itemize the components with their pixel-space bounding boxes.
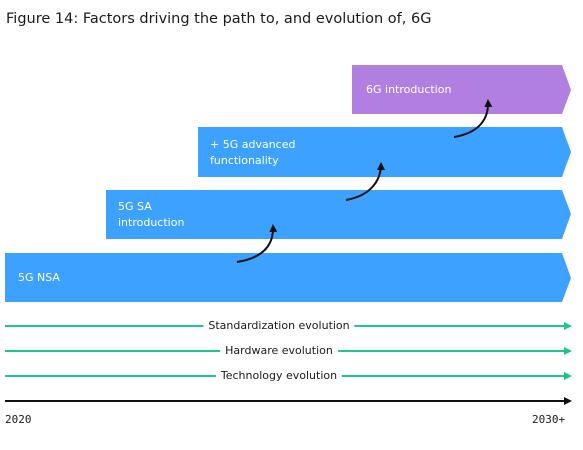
transition-arrow-3 bbox=[453, 99, 493, 138]
stage-band-6g bbox=[352, 65, 571, 114]
stage-label-line: functionality bbox=[210, 154, 279, 167]
stage-label-6g: 6G introduction bbox=[366, 82, 451, 98]
stage-label-5g-advanced: + 5G advanced functionality bbox=[210, 137, 295, 169]
timeline-end-label: 2030+ bbox=[532, 413, 566, 426]
stage-label-line: introduction bbox=[118, 216, 185, 229]
timeline-start-label: 2020 bbox=[5, 413, 32, 426]
evolution-label-technology: Technology evolution bbox=[215, 369, 343, 383]
stage-label-5g-nsa: 5G NSA bbox=[18, 270, 60, 286]
stage-label-line: 6G introduction bbox=[366, 83, 452, 96]
evolution-label-standardization: Standardization evolution bbox=[203, 319, 355, 333]
stage-band-5g-nsa bbox=[5, 253, 571, 302]
stage-label-line: 5G NSA bbox=[18, 271, 60, 284]
stage-band-5g-sa bbox=[106, 190, 571, 239]
stage-band-5g-advanced bbox=[198, 127, 571, 177]
transition-arrow-2 bbox=[345, 162, 385, 201]
figure-title: Figure 14: Factors driving the path to, … bbox=[6, 11, 432, 27]
transition-arrow-1 bbox=[236, 224, 278, 263]
stage-label-5g-sa: 5G SA introduction bbox=[118, 199, 184, 231]
stage-label-line: 5G SA bbox=[118, 200, 152, 213]
evolution-label-hardware: Hardware evolution bbox=[220, 344, 338, 358]
stage-label-line: + 5G advanced bbox=[210, 138, 296, 151]
